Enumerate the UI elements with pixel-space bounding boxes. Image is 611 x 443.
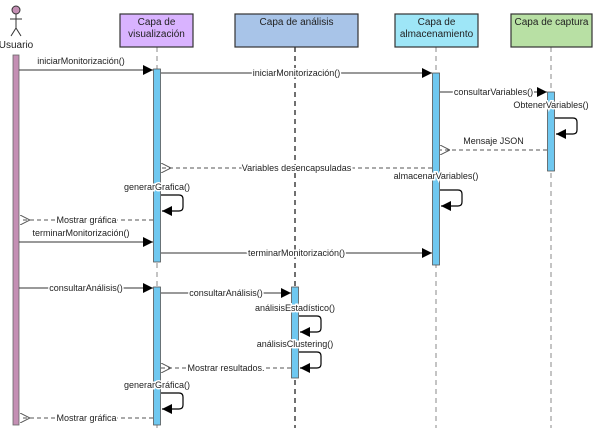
activation-bar-alm — [432, 72, 440, 266]
activation-bar-vis — [153, 68, 161, 263]
message-self[interactable]: almacenarVariables() — [392, 170, 480, 211]
participant-box — [394, 13, 479, 48]
message-self[interactable]: ObtenerVariables() — [512, 99, 590, 139]
message-label: análisisClustering() — [257, 339, 334, 349]
message-label: iniciarMonitorización() — [253, 68, 341, 78]
message-label: Mostrar gráfica — [56, 413, 116, 423]
message-label: consultarAnálisis() — [189, 288, 263, 298]
participant-label: almacenamiento — [400, 29, 474, 40]
self-call-arrow — [161, 392, 184, 414]
actor-usuario: Usuario — [0, 5, 34, 426]
participant-box — [119, 13, 194, 48]
actor-body-icon — [10, 14, 22, 37]
message-label: terminarMonitorización() — [248, 248, 345, 258]
message-return[interactable]: Mensaje JSON — [440, 135, 547, 150]
self-call-arrow — [555, 117, 578, 139]
participant-cap[interactable]: Capa de captura — [510, 13, 593, 48]
message-sync[interactable]: consultarVariables() — [440, 86, 547, 99]
message-label: consultarAnálisis() — [49, 283, 123, 293]
activation-bar-cap — [547, 91, 555, 172]
message-label: Mostrar gráfica — [56, 215, 116, 225]
participant-box — [234, 13, 359, 48]
message-self[interactable]: análisisClustering() — [255, 338, 335, 373]
actor-label: Usuario — [0, 40, 34, 51]
message-self[interactable]: análisisEstadístico() — [253, 302, 337, 337]
participant-label: Capa de análisis — [260, 17, 334, 28]
message-return[interactable]: Mostrar gráfica — [20, 412, 153, 425]
message-label: iniciarMonitorización() — [37, 56, 125, 66]
message-label: generarGrafica() — [124, 182, 190, 192]
message-sync[interactable]: iniciarMonitorización() — [19, 55, 153, 75]
message-label: Variables desencapsuladas — [242, 163, 352, 173]
message-label: almacenarVariables() — [394, 171, 479, 181]
message-sync[interactable]: iniciarMonitorización() — [161, 67, 432, 80]
actor-activation — [12, 54, 20, 426]
self-call-arrow — [299, 315, 322, 337]
message-label: Mensaje JSON — [463, 136, 524, 146]
message-return[interactable]: Variables desencapsuladas — [161, 162, 432, 175]
participant-box — [510, 13, 593, 48]
message-label: análisisEstadístico() — [255, 303, 335, 313]
participant-ana[interactable]: Capa de análisis — [234, 13, 359, 48]
message-sync[interactable]: consultarAnálisis() — [161, 287, 291, 300]
participant-label: Capa de captura — [515, 17, 589, 28]
self-call-arrow — [299, 351, 322, 373]
participant-label: Capa de — [418, 17, 456, 28]
message-self[interactable]: generarGráfica() — [122, 379, 192, 414]
message-self[interactable]: generarGrafica() — [122, 181, 192, 216]
message-label: ObtenerVariables() — [513, 100, 588, 110]
participant-label: Capa de — [138, 17, 176, 28]
message-return[interactable]: Mostrar resultados. — [161, 362, 291, 375]
message-sync[interactable]: consultarAnálisis() — [19, 282, 153, 295]
message-label: Mostrar resultados. — [187, 363, 264, 373]
actor-icon — [11, 5, 21, 15]
message-label: terminarMonitorización() — [32, 228, 129, 238]
message-sync[interactable]: terminarMonitorización() — [161, 247, 432, 260]
message-label: generarGráfica() — [124, 380, 190, 390]
activation-bar-vis — [153, 286, 161, 426]
message-label: consultarVariables() — [454, 87, 533, 97]
message-return[interactable]: Mostrar gráfica — [20, 214, 153, 227]
self-call-arrow — [161, 194, 184, 216]
participant-label: visualización — [128, 29, 185, 40]
activation-bar-ana — [291, 286, 299, 379]
message-sync[interactable]: terminarMonitorización() — [19, 227, 153, 247]
self-call-arrow — [440, 189, 463, 211]
